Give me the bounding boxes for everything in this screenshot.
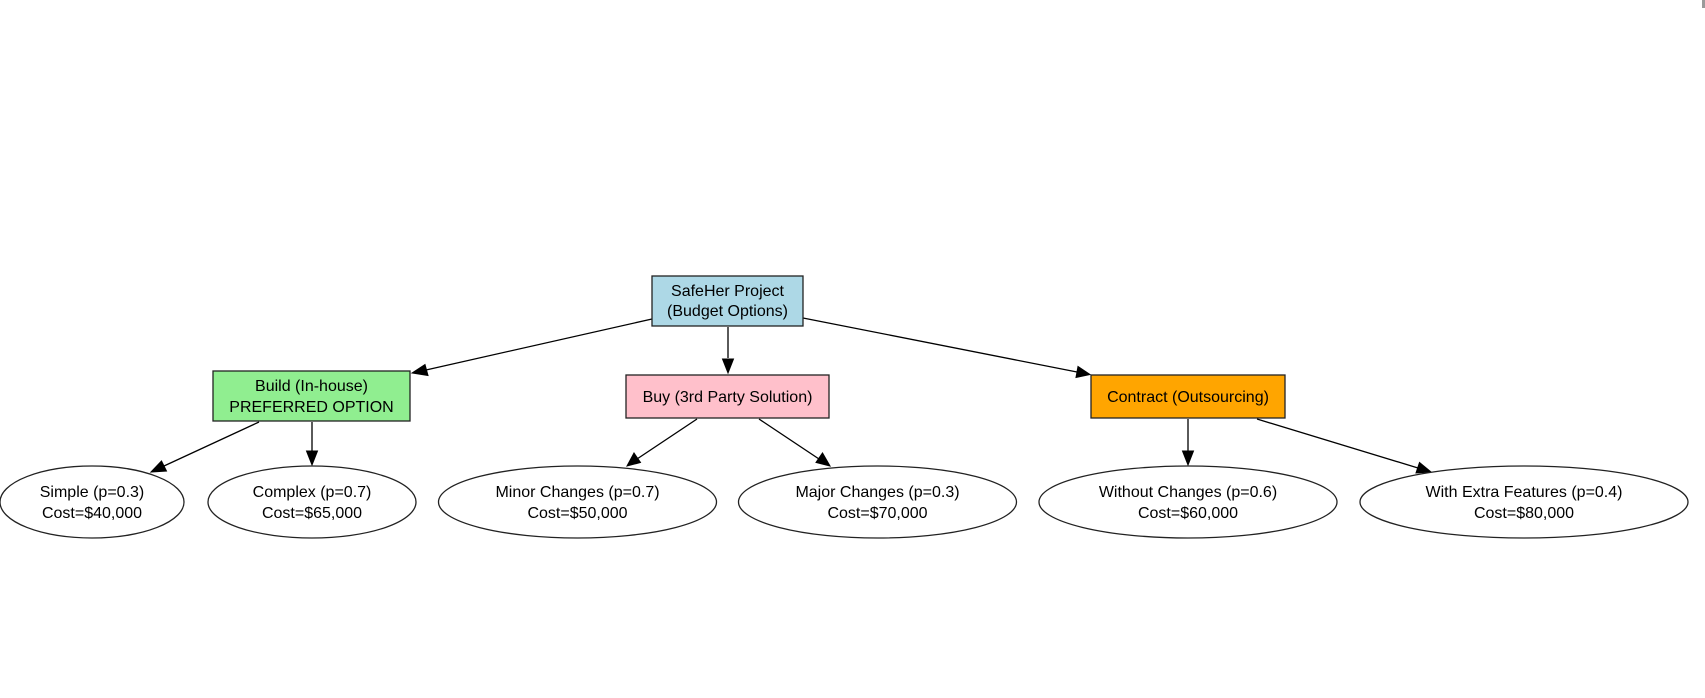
outcome-label: Major Changes (p=0.3) [795, 484, 959, 501]
option-node-buy: Buy (3rd Party Solution) [625, 374, 830, 419]
arrowhead-icon [149, 460, 168, 473]
edge-root-contract [802, 317, 1092, 379]
outcome-node-without-changes: Without Changes (p=0.6) Cost=$60,000 [1038, 465, 1338, 539]
outcome-node-minor-changes: Minor Changes (p=0.7) Cost=$50,000 [437, 465, 718, 539]
outcome-cost: Cost=$80,000 [1474, 505, 1574, 522]
arrowhead-icon [305, 450, 319, 467]
outcome-label: With Extra Features (p=0.4) [1426, 484, 1623, 501]
arrowhead-icon [1075, 365, 1092, 379]
option-build-box [212, 370, 411, 422]
arrowhead-icon [410, 363, 429, 377]
option-buy-label: Buy (3rd Party Solution) [643, 389, 813, 406]
outcome-node-major-changes: Major Changes (p=0.3) Cost=$70,000 [737, 465, 1018, 539]
edge-root-build [410, 318, 653, 377]
outcome-label: Minor Changes (p=0.7) [495, 484, 659, 501]
scrollbar-thumb[interactable] [1702, 0, 1705, 8]
option-buy-box [625, 374, 830, 419]
outcome-node-complex: Complex (p=0.7) Cost=$65,000 [207, 465, 417, 539]
edge-build-simple [149, 421, 260, 473]
option-node-build: Build (In-house) PREFERRED OPTION [212, 370, 411, 422]
outcome-label: Complex (p=0.7) [253, 484, 372, 501]
edge-build-complex [305, 422, 319, 467]
arrowhead-icon [626, 452, 642, 467]
arrowhead-icon [815, 452, 832, 467]
option-build-sublabel: PREFERRED OPTION [229, 399, 393, 416]
outcome-cost: Cost=$70,000 [827, 505, 927, 522]
option-contract-box [1090, 374, 1286, 419]
option-contract-label: Contract (Outsourcing) [1107, 389, 1269, 406]
option-node-contract: Contract (Outsourcing) [1090, 374, 1286, 419]
outcome-cost: Cost=$40,000 [42, 505, 142, 522]
outcome-label: Without Changes (p=0.6) [1099, 484, 1277, 501]
root-node-subtitle: (Budget Options) [667, 303, 788, 320]
root-node-title: SafeHer Project [671, 283, 784, 300]
edge-buy-major [758, 418, 832, 467]
arrowhead-icon [1415, 461, 1433, 474]
outcome-cost: Cost=$60,000 [1138, 505, 1238, 522]
outcome-node-extra-features: With Extra Features (p=0.4) Cost=$80,000 [1359, 465, 1689, 539]
outcome-cost: Cost=$50,000 [527, 505, 627, 522]
edge-root-buy [721, 327, 735, 375]
arrowhead-icon [721, 358, 735, 375]
root-node: SafeHer Project (Budget Options) [651, 275, 804, 327]
edge-contract-extra [1256, 418, 1433, 474]
edge-buy-minor [626, 418, 698, 467]
outcome-cost: Cost=$65,000 [262, 505, 362, 522]
root-node-box [651, 275, 804, 327]
outcome-node-simple: Simple (p=0.3) Cost=$40,000 [0, 465, 185, 539]
option-build-label: Build (In-house) [255, 378, 368, 395]
arrowhead-icon [1181, 450, 1195, 467]
outcome-label: Simple (p=0.3) [40, 484, 145, 501]
edge-contract-without [1181, 419, 1195, 467]
